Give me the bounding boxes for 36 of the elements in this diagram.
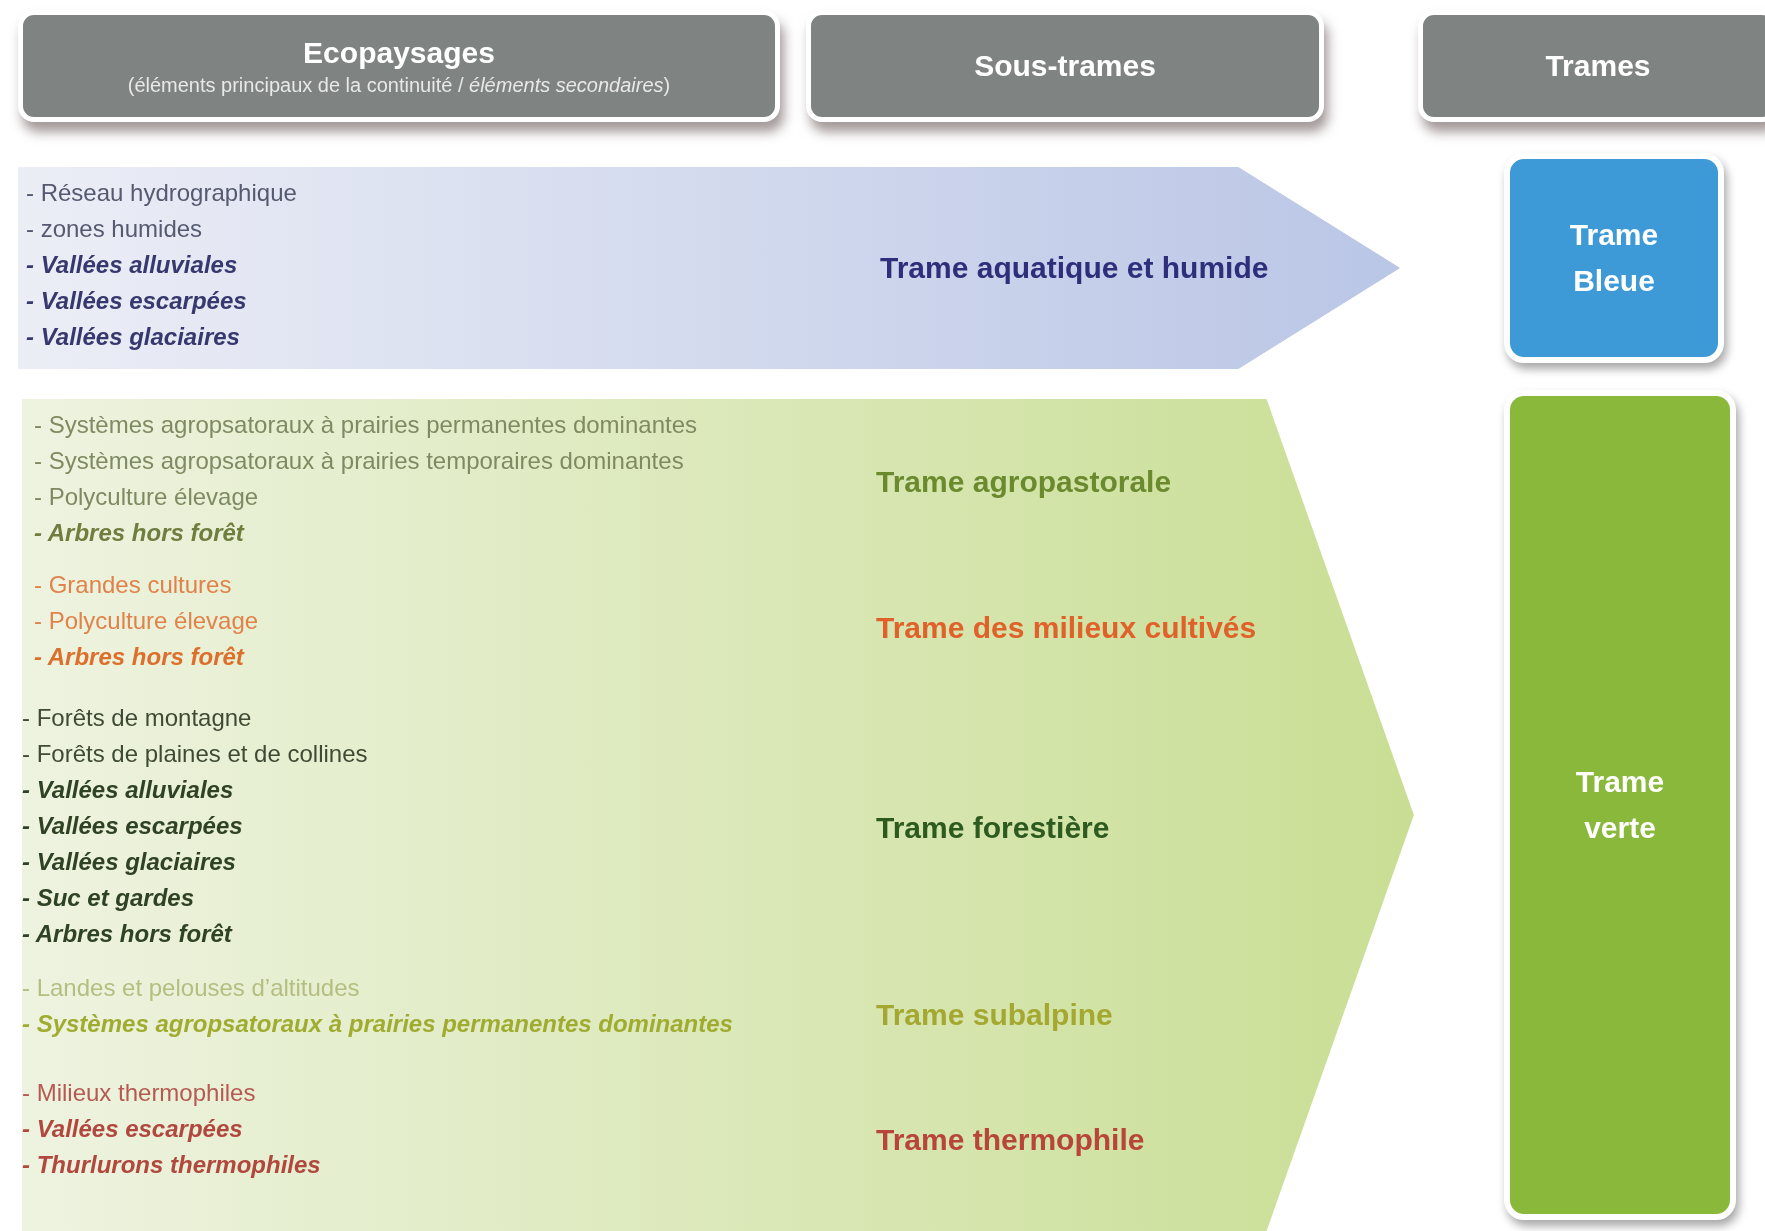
list-item: - Milieux thermophiles: [22, 1078, 256, 1108]
list-item: - Vallées escarpées: [22, 1114, 243, 1144]
list-item: - Forêts de montagne: [22, 703, 252, 733]
list-item: - Réseau hydrographique: [26, 178, 297, 208]
list-item: - Vallées glaciaires: [26, 322, 240, 352]
list-item: - Systèmes agropsatoraux à prairies temporaires dominantes: [34, 446, 684, 476]
list-item: - Grandes cultures: [34, 570, 232, 600]
list-item: - Arbres hors forêt: [34, 642, 244, 672]
header-title: Sous-trames: [974, 49, 1156, 83]
list-item: - Vallées escarpées: [26, 286, 247, 316]
list-item: - Polyculture élevage: [34, 606, 259, 636]
list-item: - Vallées glaciaires: [22, 847, 236, 877]
list-item: - Systèmes agropsatoraux à prairies permanentes dominantes: [22, 1009, 733, 1039]
list-item: - Systèmes agropsatoraux à prairies permanentes dominantes: [34, 410, 697, 440]
frame-label: Trame Bleue: [1568, 217, 1660, 299]
list-item: - Forêts de plaines et de collines: [22, 739, 368, 769]
header-title: Trames: [1545, 49, 1651, 83]
list-item: - Arbres hors forêt: [34, 518, 244, 548]
list-item: - Vallées escarpées: [22, 811, 243, 841]
header-subtitle: (éléments principaux de la continuité / éléments secondaires): [127, 73, 671, 97]
list-item: - Thurlurons thermophiles: [22, 1150, 321, 1180]
sub-frame-label: Trame thermophile: [876, 1123, 1145, 1157]
sub-frame-label: Trame forestière: [876, 810, 1110, 845]
list-item: - Landes et pelouses d’altitudes: [22, 973, 360, 1003]
list-item: - Vallées alluviales: [22, 775, 234, 805]
list-item: - Polyculture élevage: [34, 482, 259, 512]
sub-frame-label: Trame des milieux cultivés: [876, 611, 1257, 645]
header-title: Ecopaysages: [303, 35, 495, 70]
list-item: - Arbres hors forêt: [22, 919, 232, 949]
list-item: - zones humides: [26, 214, 203, 244]
sub-frame-label: Trame aquatique et humide: [880, 251, 1269, 285]
frame-label: Trame verte: [1574, 764, 1666, 846]
sub-frame-label: Trame agropastorale: [876, 465, 1172, 499]
sub-frame-label: Trame subalpine: [876, 998, 1113, 1032]
list-item: - Vallées alluviales: [26, 250, 238, 280]
list-item: - Suc et gardes: [22, 883, 195, 913]
